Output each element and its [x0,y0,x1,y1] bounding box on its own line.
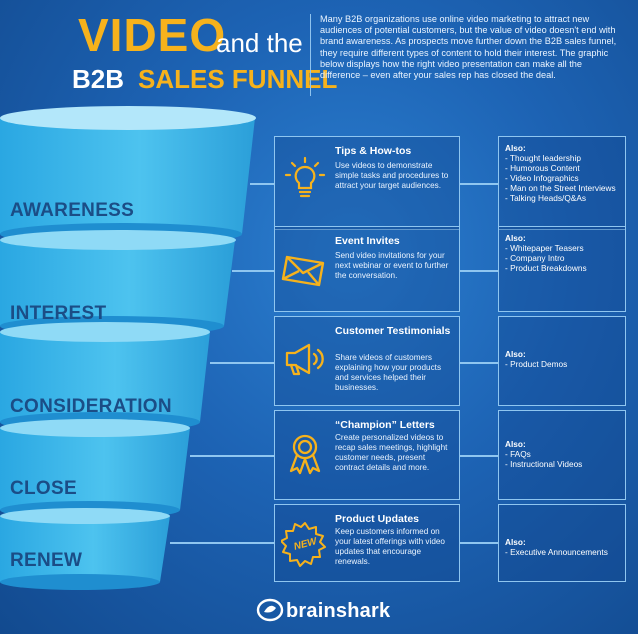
also-label: Also: [505,143,526,153]
stage-label-close: CLOSE [10,478,77,499]
content-card-event-invites: Event Invites Send video invitations for… [274,226,460,312]
lightbulb-icon [284,156,326,198]
content-card-product-updates: NEW Product Updates Keep customers infor… [274,504,460,582]
also-label: Also: [505,537,526,547]
brainshark-logo-icon [256,598,284,622]
stage-label-consideration: CONSIDERATION [10,396,172,417]
also-box-consideration: Also: - Product Demos [498,316,626,406]
brand-name: brainshark [286,600,391,622]
card-title: Customer Testimonials [335,325,451,337]
new-badge-icon: NEW [281,522,326,567]
also-item: - Product Demos [505,359,568,369]
card-title: Tips & How-tos [335,145,412,157]
also-label: Also: [505,439,526,449]
also-item: - Video Infographics [505,173,579,183]
also-label: Also: [505,349,526,359]
stage-label-interest: INTEREST [10,303,107,324]
title-sales-funnel: SALES FUNNEL [138,64,338,94]
also-item: - Company Intro [505,253,565,263]
card-description: Create personalized videos to recap sale… [335,433,448,472]
also-box-interest: Also: - Whitepaper Teasers - Company Int… [498,226,626,312]
also-item: - Thought leadership [505,153,581,163]
connector [190,455,274,457]
award-ribbon-icon [289,434,321,475]
title-and-the: and the [216,28,303,58]
funnel-tier-renew [0,508,170,590]
content-card-tips: Tips & How-tos Use videos to demonstrate… [274,136,460,230]
also-item: - FAQs [505,449,531,459]
megaphone-icon [285,343,324,376]
card-description: Send video invitations for your next web… [335,251,449,280]
also-box-awareness: Also: - Thought leadership - Humorous Co… [498,136,626,230]
also-item: - Executive Announcements [505,547,608,557]
intro-paragraph: Many B2B organizations use online video … [320,14,617,81]
content-card-champion-letters: “Champion” Letters Create personalized v… [274,410,460,500]
envelope-icon [281,255,325,287]
card-description: Share videos of customers explaining how… [335,353,442,392]
also-box-renew: Also: - Executive Announcements [498,504,626,582]
title-video: VIDEO [78,9,227,61]
new-badge-text: NEW [293,536,320,553]
also-label: Also: [505,233,526,243]
also-item: - Product Breakdowns [505,263,587,273]
connector [460,362,498,364]
content-card-testimonials: Customer Testimonials Share videos of cu… [274,316,460,406]
connector [210,362,274,364]
header-divider [310,14,311,96]
connector [460,183,498,185]
card-description: Keep customers informed on your latest o… [335,527,445,566]
sales-funnel-graphic [0,106,256,590]
connector [170,542,274,544]
card-title: Product Updates [335,513,420,525]
card-description: Use videos to demonstrate simple tasks a… [335,161,449,190]
also-box-close: Also: - FAQs - Instructional Videos [498,410,626,500]
connector [250,183,274,185]
also-item: - Humorous Content [505,163,580,173]
title-b2b: B2B [72,64,125,94]
connector [460,455,498,457]
connector [460,270,498,272]
also-item: - Instructional Videos [505,459,583,469]
card-title: “Champion” Letters [335,419,435,431]
card-title: Event Invites [335,235,400,247]
connector [460,542,498,544]
also-item: - Whitepaper Teasers [505,243,584,253]
also-item: - Man on the Street Interviews [505,183,616,193]
funnel-tier-close [0,419,190,519]
stage-label-renew: RENEW [10,550,83,571]
connector [232,270,274,272]
funnel-tier-awareness [0,106,256,245]
stage-label-awareness: AWARENESS [10,200,135,221]
also-item: - Talking Heads/Q&As [505,193,587,203]
